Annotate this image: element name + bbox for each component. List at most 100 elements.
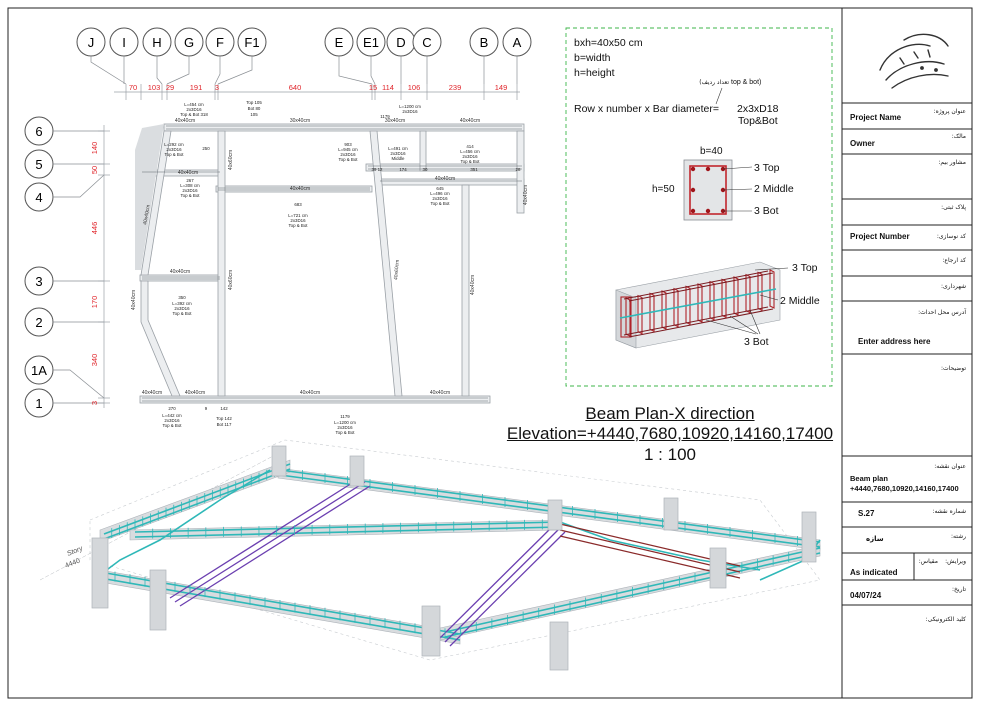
row-grid-bubbles: 6 5 4 3 2 1A 1 — [24, 116, 54, 418]
stirrup — [637, 294, 643, 335]
svg-text:1179: 1179 — [340, 414, 350, 419]
svg-text:E: E — [335, 35, 344, 50]
sheet-number-label: شماره نقشه: — [932, 508, 966, 515]
discipline-value: سازه — [866, 535, 884, 543]
svg-text:250: 250 — [202, 146, 210, 151]
svg-text:Top & Bot: Top & Bot — [288, 223, 308, 228]
project-number-value: Project Number — [850, 232, 910, 241]
svg-text:Top 105: Top 105 — [246, 100, 262, 105]
svg-text:40x40cm: 40x40cm — [460, 118, 480, 124]
stirrup — [721, 278, 727, 319]
grid-bubble-I: I — [109, 27, 139, 57]
scale-label: مقیاس: — [918, 558, 938, 565]
svg-text:2x3D16: 2x3D16 — [166, 147, 182, 152]
dim-col-1: 103 — [148, 83, 161, 92]
owner-value: Owner — [850, 139, 875, 148]
stirrup — [625, 297, 631, 337]
svg-text:2 Middle: 2 Middle — [754, 183, 794, 195]
svg-text:105: 105 — [250, 112, 258, 117]
svg-text:30x40cm: 30x40cm — [385, 118, 405, 124]
svg-text:6: 6 — [35, 124, 42, 139]
svg-text:270: 270 — [168, 406, 176, 411]
svg-text:L=442 cm: L=442 cm — [162, 413, 182, 418]
svg-text:A: A — [513, 35, 522, 50]
stirrup — [661, 290, 667, 330]
svg-text:1A: 1A — [31, 363, 47, 378]
electronic-key-label: کلید الکترونیکی: — [925, 616, 966, 623]
svg-text:L=292 cm: L=292 cm — [164, 142, 184, 147]
project-name-value: Project Name — [850, 113, 902, 122]
svg-text:b=40: b=40 — [700, 146, 723, 157]
dim-row-2: 446 — [90, 222, 99, 235]
sheet-title-line1: Beam plan — [850, 474, 888, 483]
dim-col-0: 70 — [129, 83, 137, 92]
municipality-label: شهرداری: — [940, 283, 966, 290]
svg-text:2x3D16: 2x3D16 — [402, 109, 418, 114]
svg-text:Top & Bot 318: Top & Bot 318 — [180, 112, 208, 117]
top-dimension-line: 70 103 29 191 3 640 15 114 106 239 149 — [114, 83, 520, 100]
svg-text:2x3D16: 2x3D16 — [432, 196, 448, 201]
stirrup — [733, 276, 739, 316]
grid-bubble-2: 2 — [24, 307, 54, 337]
svg-text:h=height: h=height — [574, 67, 615, 79]
grid-bubble-F1: F1 — [237, 27, 267, 57]
date-value: 04/07/24 — [850, 591, 882, 600]
svg-text:40x40cm: 40x40cm — [523, 185, 529, 205]
svg-text:3: 3 — [35, 274, 42, 289]
plan-beam-labels: 40x40cm 30x40cm 30x40cm 40x40cm 40x40cm … — [131, 118, 529, 396]
company-logo — [879, 33, 949, 89]
dim-row-0: 140 — [90, 142, 99, 155]
svg-text:40x40cm: 40x40cm — [178, 170, 198, 176]
stirrup — [769, 269, 775, 309]
svg-text:1179: 1179 — [380, 114, 390, 119]
svg-text:351: 351 — [470, 167, 478, 172]
dim-col-8: 106 — [408, 83, 421, 92]
stirrup — [673, 287, 679, 328]
stirrup — [757, 271, 763, 312]
dim-col-3: 191 — [190, 83, 203, 92]
dim-row-4: 340 — [90, 354, 99, 367]
svg-text:top & bot): top & bot) — [731, 79, 761, 86]
svg-text:L=721 cm: L=721 cm — [288, 213, 308, 218]
svg-text:Top & Bot: Top & Bot — [172, 311, 192, 316]
svg-text:E1: E1 — [363, 35, 379, 50]
svg-text:L=456 cm: L=456 cm — [460, 149, 480, 154]
dim-col-7: 114 — [382, 83, 394, 92]
svg-text:Top & Bot: Top & Bot — [338, 157, 358, 162]
svg-text:2x3D16: 2x3D16 — [340, 152, 356, 157]
svg-text:h=50: h=50 — [652, 184, 675, 195]
date-label: تاریخ: — [952, 586, 966, 593]
owner-label: مالک: — [951, 133, 966, 140]
grid-bubble-B: B — [469, 27, 499, 57]
svg-text:b=width: b=width — [574, 52, 611, 64]
svg-text:bxh=40x50 cm: bxh=40x50 cm — [574, 37, 643, 49]
grid-bubble-6: 6 — [24, 116, 54, 146]
svg-text:Top & Bot: Top & Bot — [162, 423, 182, 428]
plan-beams — [139, 123, 525, 404]
grid-bubble-1: 1 — [24, 388, 54, 418]
svg-text:L=392 cm: L=392 cm — [172, 301, 192, 306]
svg-text:Top & Bot: Top & Bot — [430, 201, 450, 206]
beam-cross-section: b=40 h=50 3 Top 2 Middle 3 Bot — [652, 146, 794, 221]
svg-text:J: J — [88, 35, 95, 50]
svg-text:40x40cm: 40x40cm — [175, 118, 195, 124]
sheet-title-label: عنوان نقشه: — [934, 463, 966, 470]
svg-text:Top&Bot: Top&Bot — [738, 115, 778, 127]
project-name-label: عنوان پروژه: — [933, 108, 966, 115]
svg-text:I: I — [122, 35, 126, 50]
grid-bubble-E1: E1 — [356, 27, 386, 57]
stirrup — [685, 285, 691, 326]
svg-text:267: 267 — [186, 178, 194, 183]
plan-rebar-lines — [142, 125, 522, 402]
svg-text:30: 30 — [423, 167, 428, 172]
reference-code-label: کد ارجاع: — [942, 257, 966, 264]
grid-bubble-5: 5 — [24, 149, 54, 179]
svg-text:40x40cm: 40x40cm — [435, 176, 455, 182]
svg-text:28: 28 — [516, 167, 521, 172]
discipline-label: رشته: — [951, 533, 966, 540]
svg-text:G: G — [184, 35, 194, 50]
svg-text:414: 414 — [466, 144, 474, 149]
drawing-title-line1: Beam Plan-X direction — [585, 404, 755, 423]
svg-text:L=1200 cm: L=1200 cm — [334, 420, 356, 425]
project-number-label: کد نوسازی: — [936, 233, 966, 240]
